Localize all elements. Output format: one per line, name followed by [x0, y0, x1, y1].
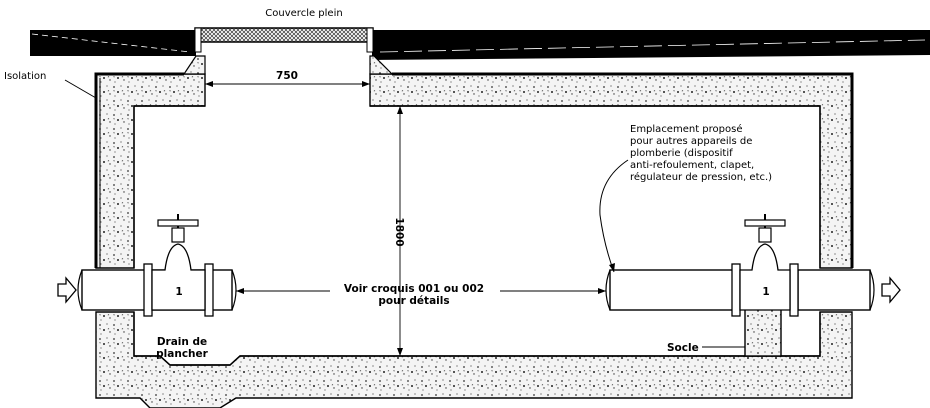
insulation-layer: [94, 72, 854, 268]
cover-label: Couvercle plein: [265, 8, 342, 19]
arrow-right-icon: [57, 276, 77, 304]
see-sketch-label: Voir croquis 001 ou 002: [344, 283, 484, 295]
floor-drain-label-2: plancher: [156, 348, 208, 360]
valve-right-number: 1: [762, 286, 769, 298]
valve-right: [731, 214, 799, 317]
proposed-location-line: Emplacement proposé: [630, 123, 742, 135]
proposed-location-line: pour autres appareils de: [630, 136, 752, 147]
cover-seat-right: [369, 55, 394, 75]
socle-label: Socle: [667, 342, 699, 354]
valve-left: [143, 214, 214, 317]
insulation-label: Isolation: [4, 71, 46, 82]
leader-lines: [64, 79, 745, 348]
dimension-750: [205, 81, 370, 87]
opening-dimension-label: 750: [276, 70, 298, 82]
pipe-right-in: [605, 269, 741, 311]
cover-seat-left: [182, 55, 206, 75]
proposed-location-line: plomberie (dispositif: [630, 148, 733, 159]
floor-drain-label: Drain de: [157, 336, 207, 348]
proposed-location-line: anti-refoulement, clapet,: [630, 160, 754, 171]
proposed-location-line: régulateur de pression, etc.): [630, 171, 772, 183]
ground-surface: [30, 30, 930, 60]
dimension-1800: [397, 106, 403, 356]
valve-left-number: 1: [175, 286, 182, 298]
see-sketch-label-2: pour détails: [378, 295, 449, 307]
arrow-right-icon: [881, 276, 901, 304]
cover-plate: [194, 27, 374, 53]
height-dimension-label: 1800: [393, 217, 405, 246]
pipe-right-out: [797, 269, 875, 311]
